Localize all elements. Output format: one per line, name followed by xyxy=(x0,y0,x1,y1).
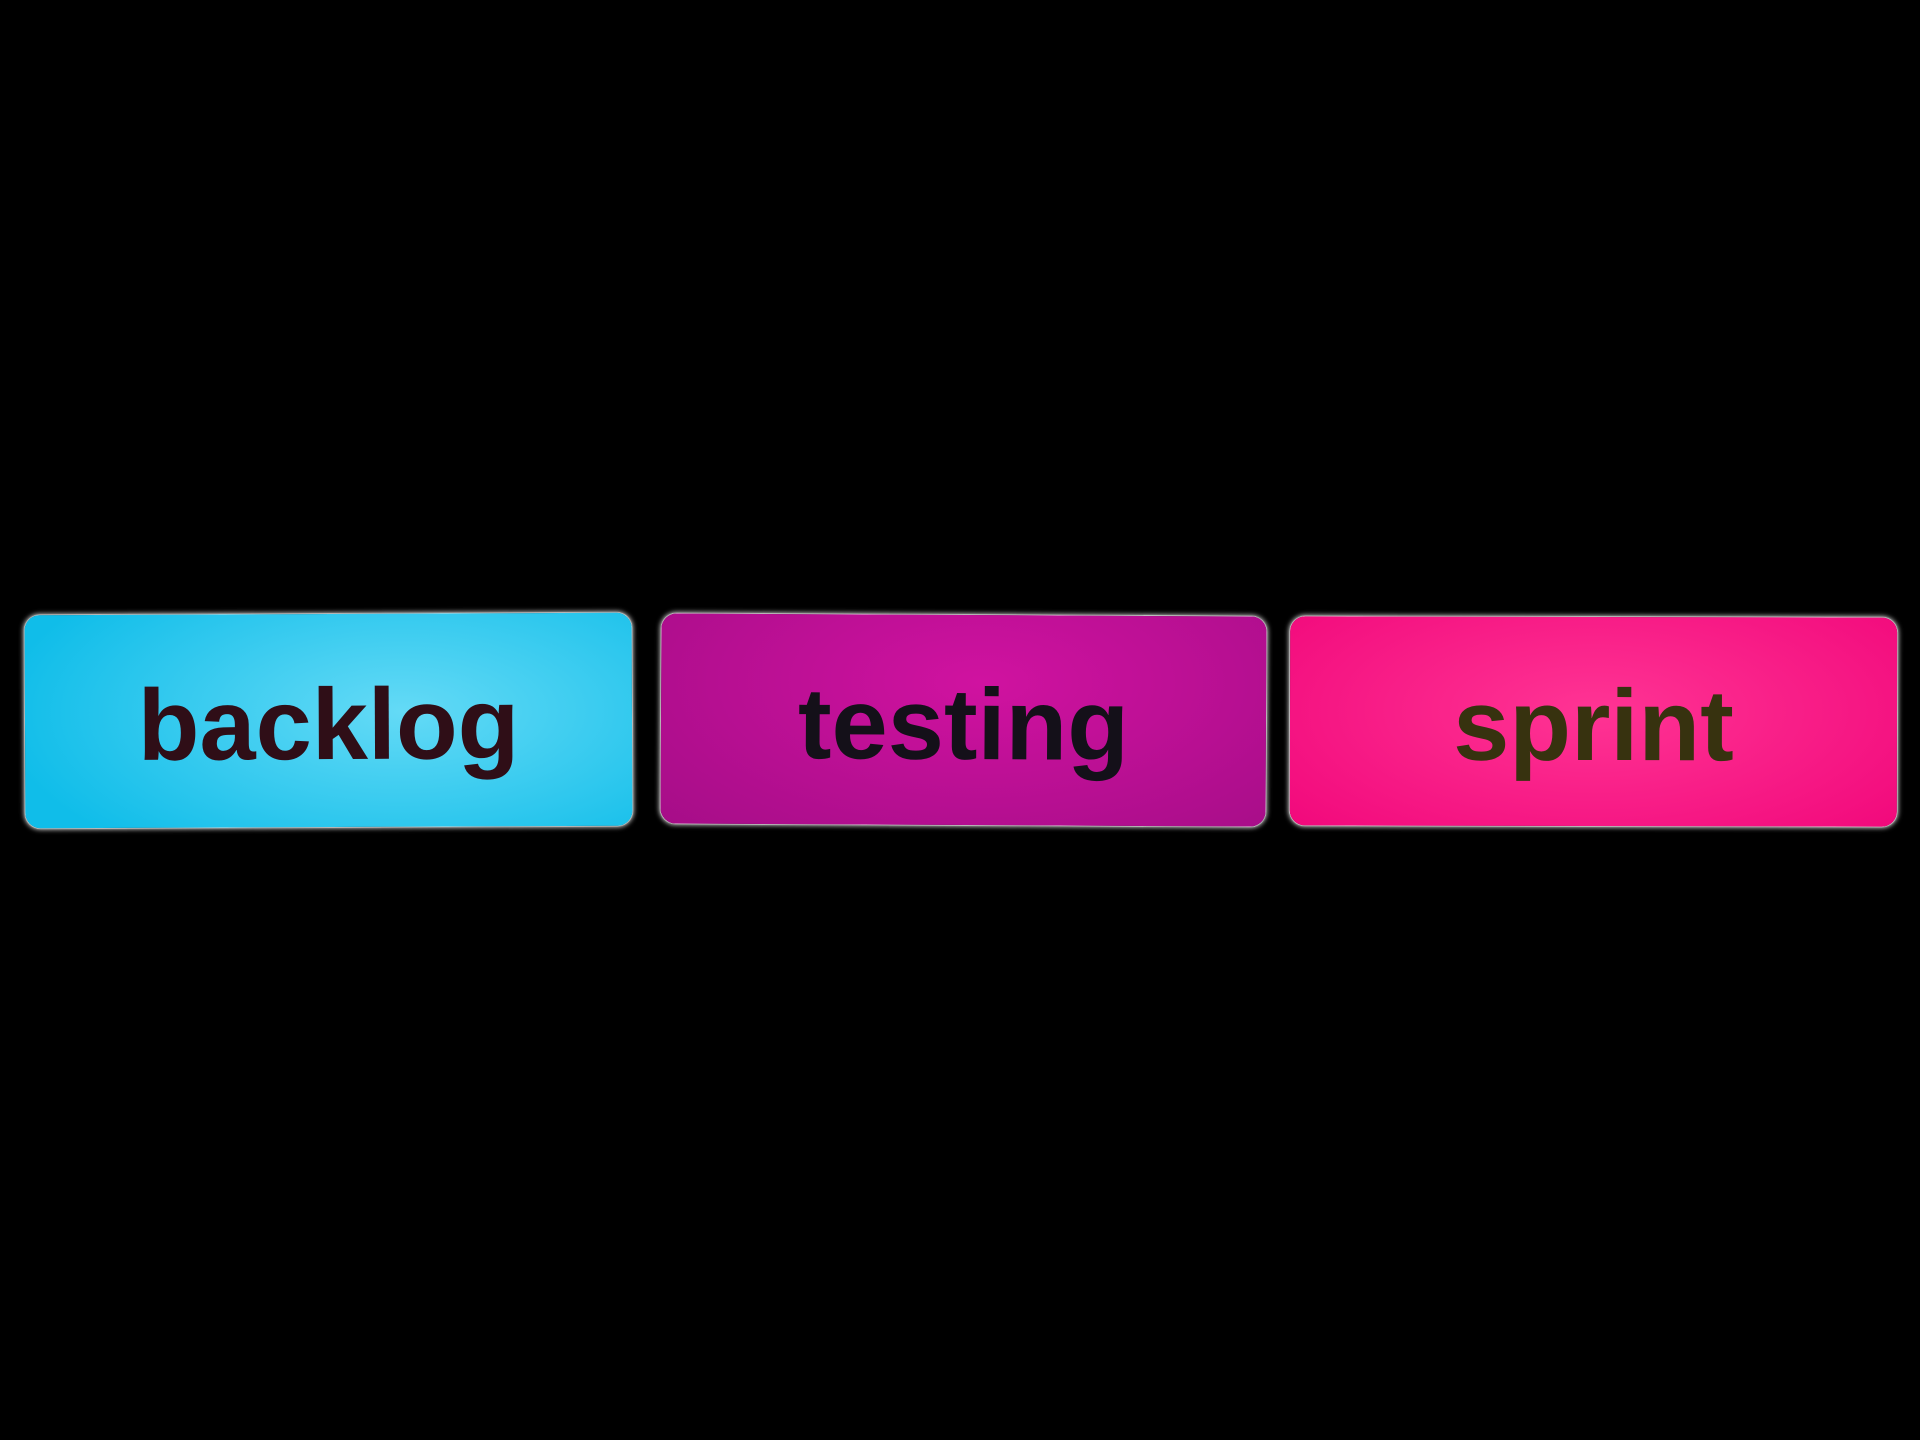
card-testing[interactable]: testing xyxy=(660,613,1267,827)
card-testing-label: testing xyxy=(797,667,1130,782)
card-backlog[interactable]: backlog xyxy=(24,612,633,829)
card-sprint[interactable]: sprint xyxy=(1289,616,1898,827)
card-backlog-label: backlog xyxy=(137,668,520,782)
card-sprint-label: sprint xyxy=(1453,669,1734,783)
